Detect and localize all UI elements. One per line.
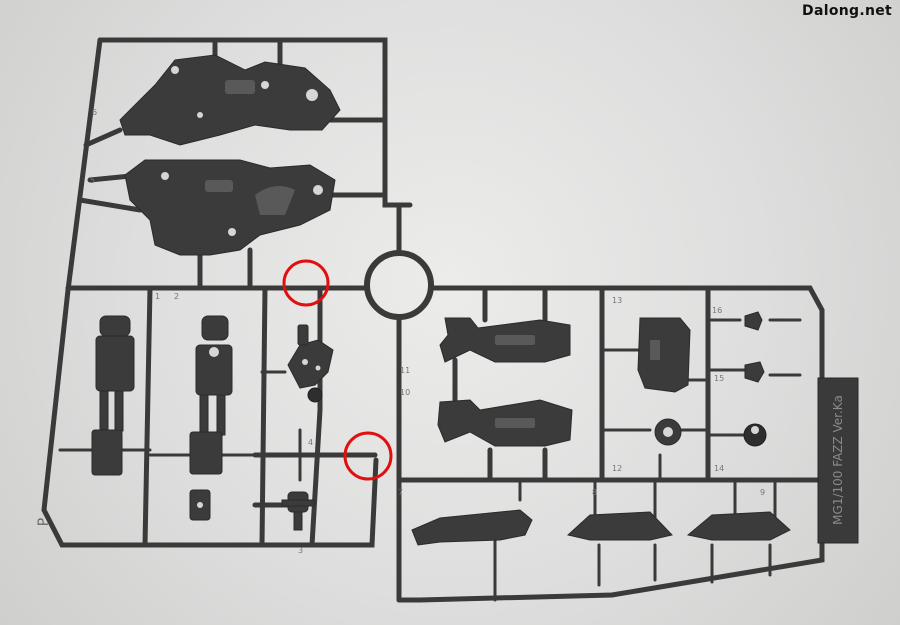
armor-plate-part: [637, 317, 691, 393]
tag-number: 5: [90, 176, 96, 185]
upper-chassis-part: [119, 54, 341, 146]
tag-number: 15: [714, 374, 725, 383]
tag-number: 13: [612, 296, 623, 305]
tag-number: 9: [760, 488, 766, 497]
rifle-part-lower: [437, 399, 573, 447]
tag-number: 12: [612, 464, 623, 473]
wedge-part-right: [686, 511, 791, 541]
wedge-part-left: [566, 511, 673, 541]
rifle-part-upper: [439, 317, 571, 363]
left-frame-runners: [41, 37, 413, 548]
tag-number: 11: [400, 366, 411, 375]
tag-number: 6: [92, 108, 98, 117]
tag-number: 3: [298, 546, 304, 555]
right-frame-runners: [396, 285, 825, 603]
highlight-markers: [282, 259, 393, 481]
tag-number: 16: [712, 306, 723, 315]
joint-part-13: [654, 418, 682, 446]
tag-number: 1: [155, 292, 161, 301]
middle-chassis-part: [124, 159, 336, 256]
tag-number: 7: [398, 488, 404, 497]
sprue-letter: P: [36, 517, 53, 527]
watermark: Dalong.net: [802, 3, 892, 19]
tag-number: 8: [592, 488, 598, 497]
sprue-plate-label: MG1/100 FAZZ Ver.Ka: [831, 395, 845, 525]
tag-number: 4: [308, 438, 314, 447]
small-pin-parts: [743, 311, 767, 447]
small-hand-part: [287, 324, 334, 403]
long-barrel-part: [411, 509, 533, 546]
red-marker-1: [282, 259, 330, 307]
tag-number: 10: [400, 388, 411, 397]
cylinder-part-right: [189, 315, 233, 521]
tag-number: 14: [714, 464, 725, 473]
tag-number: 2: [174, 292, 180, 301]
cylinder-part-left: [91, 315, 135, 476]
small-peg-part: [281, 491, 315, 531]
sprue-label-plate: [817, 377, 859, 544]
red-marker-2: [343, 431, 393, 481]
